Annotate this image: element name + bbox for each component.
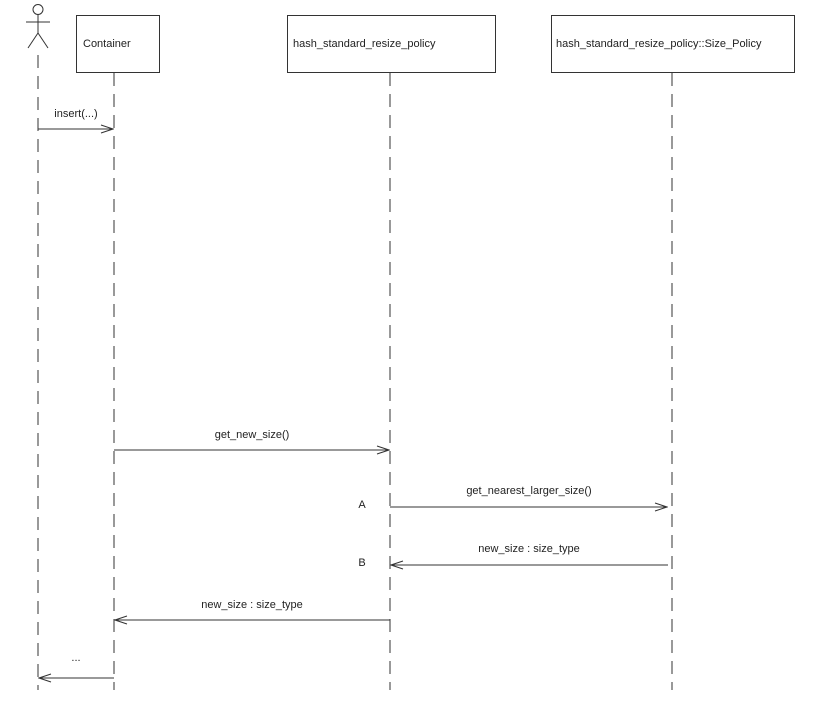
participant-label: hash_standard_resize_policy::Size_Policy xyxy=(556,37,762,50)
message-label-new-size-return-2: new_size : size_type xyxy=(201,599,303,611)
message-label-new-size-return-1: new_size : size_type xyxy=(478,543,580,555)
message-label-insert: insert(...) xyxy=(54,108,98,120)
message-label-get-nearest-larger-size: get_nearest_larger_size() xyxy=(466,485,592,497)
participant-label: hash_standard_resize_policy xyxy=(293,37,436,50)
actor-icon xyxy=(26,4,50,49)
participant-box-hash-standard-resize-policy: hash_standard_resize_policy xyxy=(287,15,496,73)
actor-right-leg xyxy=(37,32,49,49)
participant-box-size-policy: hash_standard_resize_policy::Size_Policy xyxy=(551,15,795,73)
actor-left-leg xyxy=(27,32,39,49)
message-label-ellipsis: ... xyxy=(71,652,81,664)
participant-label: Container xyxy=(83,37,131,50)
message-label-get-new-size: get_new_size() xyxy=(214,429,290,441)
actor-head xyxy=(32,4,44,15)
annotation-b: B xyxy=(358,557,366,569)
participant-box-container: Container xyxy=(76,15,160,73)
annotation-a: A xyxy=(358,499,366,511)
